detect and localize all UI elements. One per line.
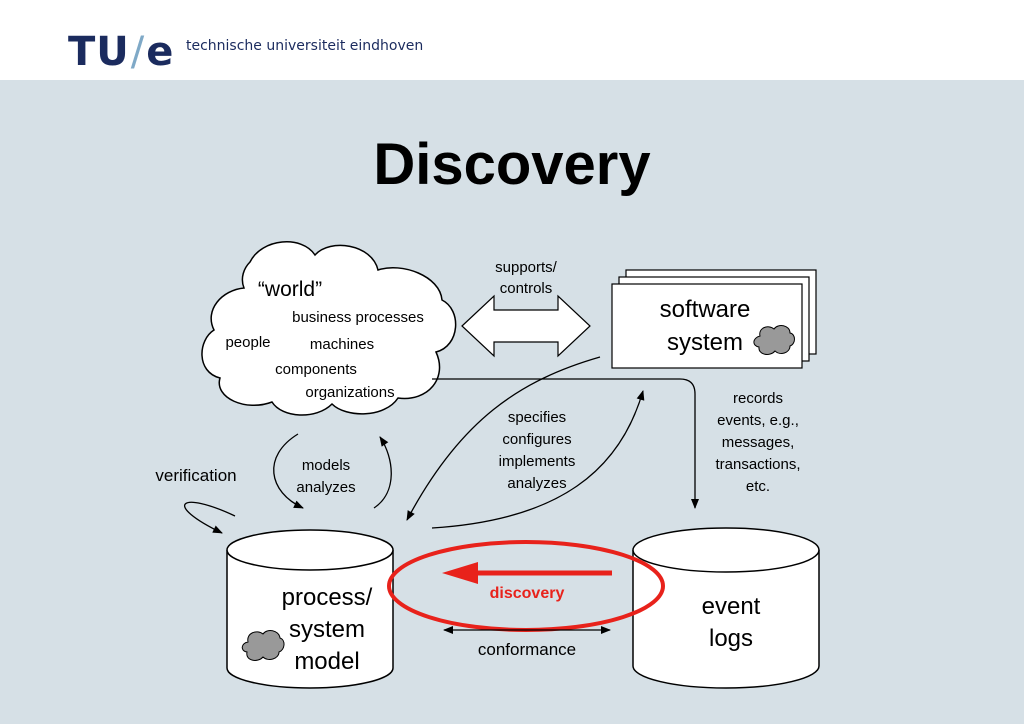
supports-label-line2: controls bbox=[500, 280, 553, 297]
world-item-business-processes: business processes bbox=[292, 309, 424, 326]
event-logs-line1: event bbox=[702, 593, 761, 620]
software-label-line1: software bbox=[660, 296, 751, 323]
verification-arrow bbox=[184, 501, 236, 534]
records-line4: transactions, bbox=[715, 456, 800, 473]
records-line2: events, e.g., bbox=[717, 412, 799, 429]
specifies-line3: implements bbox=[499, 453, 576, 470]
org-name: technische universiteit eindhoven bbox=[186, 38, 424, 54]
supports-label-line1: supports/ bbox=[495, 259, 558, 276]
world-item-machines: machines bbox=[310, 336, 374, 353]
event-logs-line2: logs bbox=[709, 625, 753, 652]
world-item-organizations: organizations bbox=[305, 384, 394, 401]
records-arrow bbox=[432, 378, 699, 509]
conformance-label: conformance bbox=[478, 640, 576, 659]
world-cloud bbox=[201, 241, 457, 416]
process-model-line3: model bbox=[294, 648, 359, 675]
process-model-line2: system bbox=[289, 616, 365, 643]
models-arrow-up bbox=[373, 436, 392, 509]
world-item-people: people bbox=[225, 334, 270, 351]
logo-slash: / bbox=[130, 29, 146, 75]
event-logs-cylinder bbox=[632, 527, 820, 689]
world-item-components: components bbox=[275, 361, 357, 378]
software-label-line2: system bbox=[667, 329, 743, 356]
models-line2: analyzes bbox=[296, 479, 355, 496]
logo-tu: TU bbox=[68, 29, 130, 75]
world-title: “world” bbox=[258, 278, 322, 301]
process-model-line1: process/ bbox=[282, 584, 373, 611]
specifies-line2: configures bbox=[502, 431, 571, 448]
process-cloud-icon bbox=[241, 630, 285, 661]
records-line1: records bbox=[733, 390, 783, 407]
specifies-line4: analyzes bbox=[507, 475, 566, 492]
specifies-line1: specifies bbox=[508, 409, 566, 426]
records-line3: messages, bbox=[722, 434, 795, 451]
software-cloud-icon bbox=[753, 325, 795, 355]
models-line1: models bbox=[302, 457, 350, 474]
specifies-arrow-down bbox=[406, 356, 601, 521]
supports-double-arrow bbox=[461, 294, 591, 358]
verification-label: verification bbox=[155, 466, 236, 485]
logo-e: e bbox=[146, 29, 175, 75]
specifies-arrow-up bbox=[431, 390, 645, 529]
records-line5: etc. bbox=[746, 478, 770, 495]
discovery-arrow-head bbox=[442, 562, 478, 584]
models-arrow-down bbox=[273, 433, 304, 509]
slide-title: Discovery bbox=[373, 132, 651, 197]
discovery-label: discovery bbox=[490, 585, 565, 602]
header-bar: TU/e technische universiteit eindhoven bbox=[0, 0, 1024, 80]
tue-logo: TU/e bbox=[68, 32, 174, 72]
